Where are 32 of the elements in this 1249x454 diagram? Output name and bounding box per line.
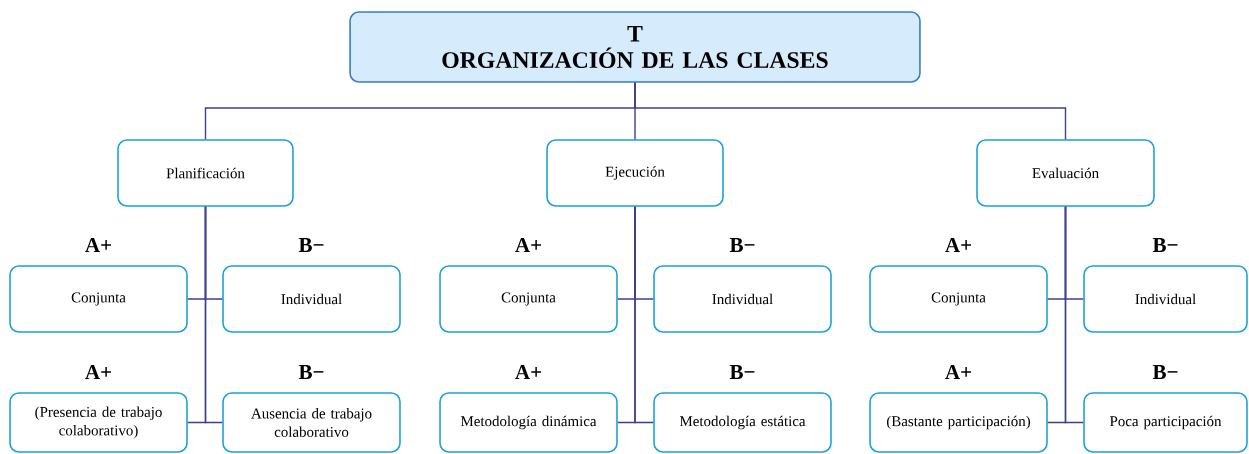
grade-heading: A+: [515, 238, 541, 252]
grade-heading: A+: [945, 365, 971, 379]
connector-line: [634, 206, 654, 424]
grade-heading: B−: [1152, 365, 1178, 379]
grade-heading: B−: [298, 365, 324, 379]
category-box: Evaluación: [976, 139, 1155, 207]
category-box: Ejecución: [546, 139, 724, 207]
grade-heading: B−: [729, 238, 755, 252]
option-box: Metodología dinámica: [439, 392, 618, 453]
grade-heading: B−: [1152, 238, 1178, 252]
grade-heading: A+: [85, 365, 111, 379]
connector-line: [1064, 206, 1084, 424]
option-box: (Bastante participación): [869, 392, 1048, 453]
option-box: Conjunta: [869, 265, 1048, 333]
option-box: Individual: [653, 265, 832, 333]
category-box: Planificación: [117, 139, 294, 207]
grade-heading: B−: [729, 365, 755, 379]
option-box: Ausencia de trabajo colaborativo: [222, 392, 401, 453]
option-box: Conjunta: [9, 265, 188, 333]
option-box: Individual: [1083, 265, 1248, 333]
option-box: (Presencia de trabajo colaborativo): [9, 392, 188, 453]
connector-line: [204, 206, 223, 424]
title-box: T ORGANIZACIÓN DE LAS CLASES: [349, 11, 921, 83]
grade-heading: A+: [945, 238, 971, 252]
grade-heading: A+: [85, 238, 111, 252]
option-box: Individual: [222, 265, 401, 333]
grade-heading: B−: [298, 238, 324, 252]
option-box: Poca participación: [1083, 392, 1248, 453]
grade-heading: A+: [515, 365, 541, 379]
option-box: Conjunta: [439, 265, 618, 333]
option-box: Metodología estática: [653, 392, 832, 453]
connector-line: [634, 82, 1067, 140]
